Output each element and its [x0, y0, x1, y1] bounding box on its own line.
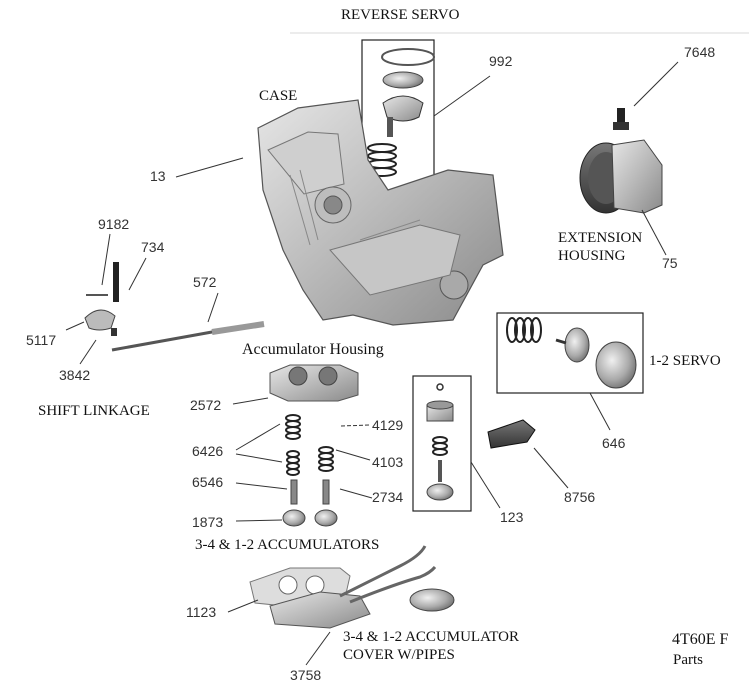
leader-992: [433, 75, 491, 117]
accumulator-pins: [282, 479, 338, 527]
leader-1873: [235, 519, 283, 522]
leader-8756: [533, 447, 569, 489]
leader-123: [470, 461, 501, 509]
part-number-572: 572: [193, 274, 217, 290]
part-number-3842: 3842: [59, 367, 91, 383]
part-number-2572: 2572: [190, 397, 222, 413]
leader-6426-b: [235, 453, 283, 463]
case-title: CASE: [259, 88, 298, 104]
extension-housing-title-line1: EXTENSION: [558, 230, 643, 246]
model-title-line2: Parts: [673, 652, 703, 668]
part-number-13: 13: [150, 168, 166, 184]
leader-5117: [65, 321, 85, 331]
detent-lever: [84, 309, 116, 331]
part-number-6546: 6546: [192, 474, 224, 490]
accumulator-parts: [285, 414, 334, 476]
spring-6426-inner: [286, 450, 300, 476]
leader-7648: [633, 61, 679, 107]
valve-123-box: [412, 375, 472, 512]
part-number-1123: 1123: [186, 604, 217, 620]
leader-13: [175, 157, 244, 178]
one-two-servo-group: [496, 312, 644, 394]
leader-734: [128, 257, 147, 291]
detent-pin: [113, 262, 119, 302]
accumulator-cover-title-line2: COVER W/PIPES: [343, 647, 455, 663]
piston-1873-left: [282, 509, 306, 527]
part-number-9182: 9182: [98, 216, 130, 232]
part-number-734: 734: [141, 239, 165, 255]
part-number-8756: 8756: [564, 489, 596, 505]
servo-piston: [382, 95, 424, 122]
leader-6426-a: [235, 423, 281, 451]
piston-1873-right: [314, 509, 338, 527]
part-number-75: 75: [662, 255, 678, 271]
leader-2572: [232, 397, 269, 405]
part-8756: [487, 419, 536, 449]
leader-3758: [305, 631, 331, 666]
valve-123-group: [412, 375, 472, 512]
spring-4129: [318, 446, 334, 472]
part-number-992: 992: [489, 53, 513, 69]
part-number-5117: 5117: [26, 332, 57, 348]
spring-6426-outer: [285, 414, 301, 440]
accumulator-housing: [269, 364, 359, 402]
shift-linkage: [84, 262, 265, 352]
model-title-line1: 4T60E F: [672, 631, 729, 648]
leader-6546: [235, 482, 288, 490]
leader-646: [589, 392, 611, 431]
transmission-case: [257, 99, 504, 326]
leader-1123: [227, 599, 259, 613]
extension-housing-title-line2: HOUSING: [558, 248, 626, 264]
snap-ring: [381, 48, 435, 66]
one-two-servo-spring: [506, 317, 542, 343]
one-two-servo-box: [496, 312, 644, 394]
leader-9182: [101, 233, 111, 286]
part-number-7648: 7648: [684, 44, 716, 60]
leader-4129: [340, 424, 371, 427]
leader-3842: [79, 339, 97, 365]
accumulator-cover-with-pipes: [249, 545, 455, 629]
part-number-4103: 4103: [372, 454, 404, 470]
accumulator-cover-title-line1: 3-4 & 1-2 ACCUMULATOR: [343, 629, 519, 645]
shift-linkage-title: SHIFT LINKAGE: [38, 403, 150, 419]
part-number-1873: 1873: [192, 514, 224, 530]
part-number-646: 646: [602, 435, 626, 451]
reverse-servo-title: REVERSE SERVO: [341, 7, 460, 23]
part-number-4129: 4129: [372, 417, 404, 433]
leader-4103: [335, 449, 371, 461]
leader-572: [207, 292, 219, 323]
sensor-body: [617, 108, 625, 126]
servo-cover: [382, 71, 424, 89]
accumulators-title: 3-4 & 1-2 ACCUMULATORS: [195, 537, 380, 553]
leader-75: [641, 209, 667, 256]
leader-2734: [339, 488, 373, 499]
one-two-servo-title: 1-2 SERVO: [649, 353, 721, 369]
part-number-2734: 2734: [372, 489, 404, 505]
servo-pin: [387, 117, 393, 137]
part-number-6426: 6426: [192, 443, 224, 459]
part-number-123: 123: [500, 509, 524, 525]
part-number-3758: 3758: [290, 667, 322, 683]
accumulator-housing-title: Accumulator Housing: [242, 341, 384, 358]
extension-housing: [579, 108, 663, 214]
